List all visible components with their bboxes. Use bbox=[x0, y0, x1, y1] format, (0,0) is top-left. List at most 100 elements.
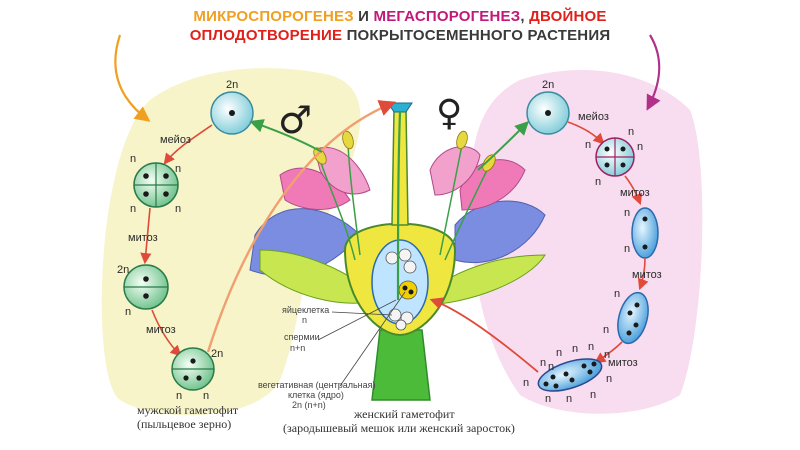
magenta-curved-arrow bbox=[646, 34, 661, 111]
female-caption-line-2: (зародышевый мешок или женский заросток) bbox=[283, 421, 515, 435]
sperm-pointer bbox=[317, 299, 397, 341]
sac-nucleus bbox=[587, 369, 593, 375]
female-mitosis-arrow-2 bbox=[637, 257, 649, 291]
title-plant: ПОКРЫТОСЕМЕННОГО РАСТЕНИЯ bbox=[342, 27, 611, 44]
male-meiosis-label: мейоз bbox=[160, 134, 191, 146]
central-cell-label-2: клетка (ядро) bbox=[288, 390, 344, 400]
sac-nucleus bbox=[591, 361, 597, 367]
sac-nucleus bbox=[581, 363, 587, 369]
female-n-sac-label: n bbox=[606, 373, 612, 385]
female-caption-line-1: женский гаметофит bbox=[353, 407, 455, 421]
female-n-after-1-label: n bbox=[624, 243, 630, 255]
female-n-top-row-label: n bbox=[588, 341, 594, 353]
female-n-after-2-label: n bbox=[603, 324, 609, 336]
male-n-mid-label: n bbox=[125, 306, 131, 318]
female-n-sac-label: n bbox=[548, 361, 554, 373]
flower-stem bbox=[371, 329, 431, 401]
tetrad-nucleus bbox=[143, 173, 149, 179]
stamens bbox=[319, 144, 489, 261]
male-n-label: n bbox=[130, 153, 136, 165]
female-n-after-2-label: n bbox=[614, 288, 620, 300]
female-n-sac-label: n bbox=[566, 393, 572, 405]
female-2n-top-label: 2n bbox=[542, 79, 554, 91]
antipodal-cell bbox=[385, 251, 399, 265]
central-cell-pointer bbox=[339, 291, 406, 387]
female-mitosis-1-label: митоз bbox=[620, 187, 650, 199]
title-line-1: МИКРОСПОРОГЕНЕЗ И МЕГАСПОРОГЕНЕЗ, ДВОЙНО… bbox=[0, 8, 800, 25]
female-tetrad-nucleus bbox=[620, 162, 626, 168]
female-n-sac-label: n bbox=[523, 377, 529, 389]
sperm-label-2: n+n bbox=[290, 343, 305, 353]
megaspore-nucleus bbox=[634, 302, 640, 308]
female-n-after-1-label: n bbox=[624, 207, 630, 219]
egg-cell-label-1: яйцеклетка bbox=[282, 305, 329, 315]
title-fertilization: ОПЛОДОТВОРЕНИЕ bbox=[189, 27, 343, 44]
egg-cell-pointer bbox=[331, 311, 393, 316]
female-mitosis-arrow-1 bbox=[624, 175, 643, 206]
microspore-nucleus bbox=[143, 276, 149, 282]
male-2n-bottom-label: 2n bbox=[211, 348, 223, 360]
megaspore-nucleus bbox=[626, 330, 632, 336]
female-mitosis-3-label: митоз bbox=[608, 357, 638, 369]
female-tetrad-nucleus bbox=[604, 162, 610, 168]
anther-to-mother-arrow bbox=[249, 119, 323, 153]
male-n-label: n bbox=[175, 203, 181, 215]
title-microsporogenesis: МИКРОСПОРОГЕНЕЗ bbox=[193, 8, 354, 25]
sac-nucleus bbox=[553, 383, 559, 389]
male-meiosis-arrow bbox=[163, 124, 213, 165]
megaspore-nucleus bbox=[633, 322, 639, 328]
male-2n-top-label: 2n bbox=[226, 79, 238, 91]
male-n-label: n bbox=[130, 203, 136, 215]
megaspore-nucleus bbox=[627, 310, 633, 316]
antipodal-cell bbox=[398, 248, 412, 262]
female-n-sac-label: n bbox=[604, 349, 610, 361]
sac-nucleus bbox=[569, 377, 575, 383]
male-symbol: ♂ bbox=[278, 98, 312, 142]
male-mitosis-1-label: митоз bbox=[128, 232, 158, 244]
anther bbox=[456, 130, 468, 150]
orange-curved-arrow bbox=[114, 34, 151, 122]
pollen-nucleus bbox=[196, 375, 202, 381]
male-mother-nucleus bbox=[229, 110, 235, 116]
female-n-top-row-label: n bbox=[572, 343, 578, 355]
pollen-tube bbox=[396, 111, 402, 301]
sepal-right bbox=[419, 254, 546, 306]
megaspore-nucleus bbox=[642, 216, 648, 222]
title-megasporogenesis: МЕГАСПОРОГЕНЕЗ bbox=[373, 8, 521, 25]
male-n-bottom-label: n bbox=[203, 390, 209, 402]
central-cell-label-1: вегетативная (центральная) bbox=[258, 380, 376, 390]
anther bbox=[342, 130, 354, 150]
female-meiosis-label: мейоз bbox=[578, 111, 609, 123]
female-tetrad-nucleus bbox=[620, 146, 626, 152]
title-and: И bbox=[353, 8, 374, 25]
female-n-label: n bbox=[628, 126, 634, 138]
female-n-label: n bbox=[585, 139, 591, 151]
pollen-nucleus bbox=[183, 375, 189, 381]
female-n-top-row-label: n bbox=[556, 347, 562, 359]
megaspore-nucleus bbox=[642, 244, 648, 250]
tetrad-nucleus bbox=[143, 191, 149, 197]
sac-nucleus bbox=[563, 371, 569, 377]
sac-nucleus bbox=[543, 381, 549, 387]
male-caption-line-2: (пыльцевое зерно) bbox=[137, 417, 231, 431]
male-mitosis-arrow-2 bbox=[151, 309, 182, 357]
female-n-sac-label: n bbox=[590, 389, 596, 401]
male-n-bottom-label: n bbox=[176, 390, 182, 402]
title-double: ДВОЙНОЕ bbox=[524, 8, 607, 25]
male-mitosis-arrow-1 bbox=[140, 207, 152, 265]
title-line-2: ОПЛОДОТВОРЕНИЕ ПОКРЫТОСЕМЕННОГО РАСТЕНИЯ bbox=[0, 27, 800, 44]
female-symbol: ♀ bbox=[436, 93, 462, 134]
female-n-label: n bbox=[637, 141, 643, 153]
sac-nucleus bbox=[550, 374, 556, 380]
tetrad-nucleus bbox=[163, 173, 169, 179]
ovule-to-mother-arrow bbox=[477, 121, 529, 171]
central-nucleus bbox=[408, 289, 414, 295]
male-mitosis-2-label: митоз bbox=[146, 324, 176, 336]
antipodal-cell bbox=[403, 260, 417, 274]
sperm-label-1: спермии bbox=[284, 332, 320, 342]
female-n-sac-label: n bbox=[545, 393, 551, 405]
flower bbox=[249, 102, 546, 401]
central-nucleus bbox=[402, 285, 408, 291]
female-mitosis-2-label: митоз bbox=[632, 269, 662, 281]
